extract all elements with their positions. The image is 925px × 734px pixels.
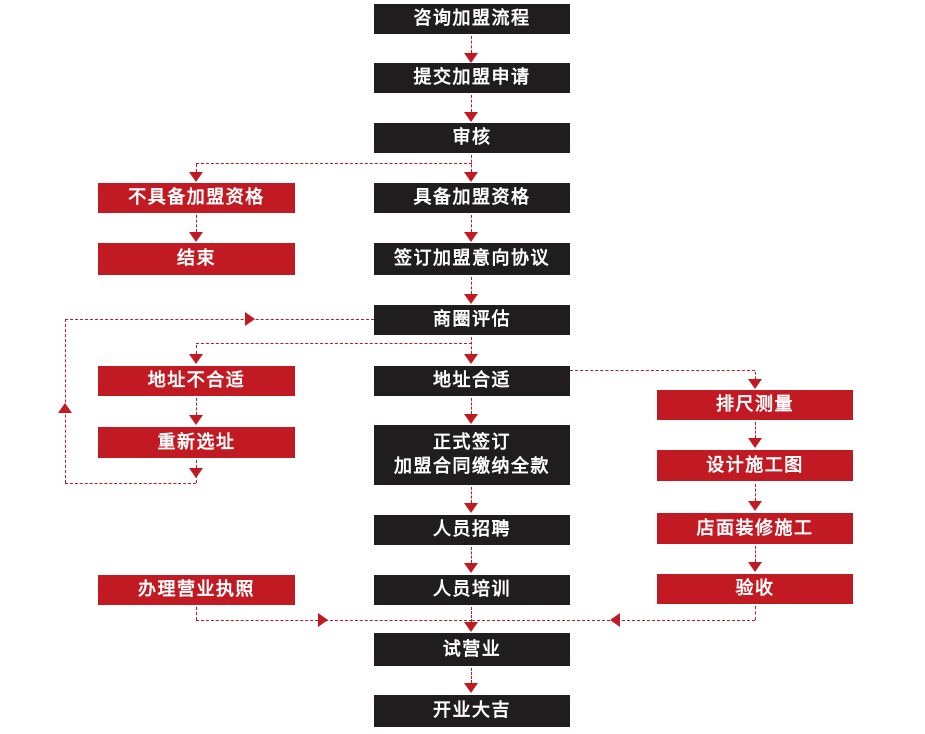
connector-branch-measure	[755, 372, 756, 379]
arrowhead-down-icon	[464, 172, 478, 182]
node-consult: 咨询加盟流程	[374, 4, 570, 34]
arrowhead-right-icon	[318, 613, 328, 627]
connector-addrbad-reselect	[196, 398, 197, 415]
arrowhead-down-icon	[189, 468, 203, 478]
node-opening: 开业大吉	[374, 695, 570, 727]
node-qualified: 具备加盟资格	[374, 183, 570, 213]
arrowhead-down-icon	[189, 172, 203, 182]
arrowhead-down-icon	[464, 112, 478, 122]
node-not-qualified: 不具备加盟资格	[98, 183, 295, 213]
node-reselect: 重新选址	[98, 427, 295, 458]
arrowhead-down-icon	[748, 562, 762, 572]
arrowhead-down-icon	[189, 232, 203, 242]
connector-branch-addrbad	[196, 345, 197, 354]
node-recruit: 人员招聘	[374, 515, 570, 545]
node-review: 审核	[374, 123, 570, 153]
connector-loop-bottom	[65, 483, 196, 484]
connector-trial-opening	[471, 668, 472, 683]
connector-addrok-contract	[471, 398, 472, 414]
node-license: 办理营业执照	[98, 575, 295, 605]
node-training: 人员培训	[374, 575, 570, 605]
connector-qualified-intent	[471, 215, 472, 232]
arrowhead-down-icon	[464, 503, 478, 513]
connector-construct-accept	[755, 546, 756, 562]
arrowhead-down-icon	[189, 415, 203, 425]
arrowhead-down-icon	[464, 354, 478, 364]
connector-branch-notqualified	[196, 164, 197, 172]
node-assess: 商圈评估	[374, 305, 570, 335]
connector-review-branch	[196, 163, 472, 164]
arrowhead-down-icon	[464, 414, 478, 424]
arrowhead-down-icon	[464, 622, 478, 632]
arrowhead-down-icon	[189, 354, 203, 364]
node-addr-ok: 地址合适	[374, 366, 570, 396]
connector-addrok-to-measure	[570, 370, 755, 371]
connector-loop-vertical	[65, 319, 66, 483]
connector-license-to-trial	[196, 620, 472, 621]
node-design: 设计施工图	[657, 450, 853, 481]
node-contract-line1: 正式签订	[433, 432, 511, 453]
connector-notqualified-end	[196, 215, 197, 232]
arrowhead-left-icon	[610, 613, 620, 627]
arrowhead-down-icon	[464, 563, 478, 573]
connector-design-construct	[755, 484, 756, 501]
node-addr-bad: 地址不合适	[98, 366, 295, 396]
connector-assess-addrok	[471, 337, 472, 354]
node-construct: 店面装修施工	[657, 513, 853, 544]
connector-intent-assess	[471, 277, 472, 294]
connector-measure-design	[755, 422, 756, 438]
connector-assess-branch	[196, 343, 472, 344]
connector-accept-junction	[755, 606, 756, 620]
arrowhead-down-icon	[748, 438, 762, 448]
node-accept: 验收	[657, 574, 853, 604]
arrowhead-down-icon	[748, 379, 762, 389]
node-measure: 排尺测量	[657, 390, 853, 420]
arrowhead-down-icon	[464, 683, 478, 693]
node-sign-intent: 签订加盟意向协议	[374, 243, 570, 275]
connector-training-trial	[471, 607, 472, 622]
connector-recruit-training	[471, 547, 472, 563]
connector-submit-review	[471, 95, 472, 112]
arrowhead-down-icon	[748, 501, 762, 511]
arrowhead-down-icon	[464, 53, 478, 63]
node-trial: 试营业	[374, 633, 570, 666]
arrowhead-up-icon	[58, 403, 72, 413]
connector-license-junction	[196, 607, 197, 620]
node-submit: 提交加盟申请	[374, 63, 570, 93]
node-end: 结束	[98, 243, 295, 275]
node-contract: 正式签订 加盟合同缴纳全款	[374, 425, 570, 485]
connector-contract-recruit	[471, 487, 472, 503]
arrowhead-right-icon	[245, 312, 255, 326]
connector-loop-to-assess	[65, 319, 374, 320]
connector-consult-submit	[471, 36, 472, 53]
node-contract-line2: 加盟合同缴纳全款	[394, 456, 550, 477]
arrowhead-down-icon	[464, 294, 478, 304]
arrowhead-down-icon	[464, 232, 478, 242]
